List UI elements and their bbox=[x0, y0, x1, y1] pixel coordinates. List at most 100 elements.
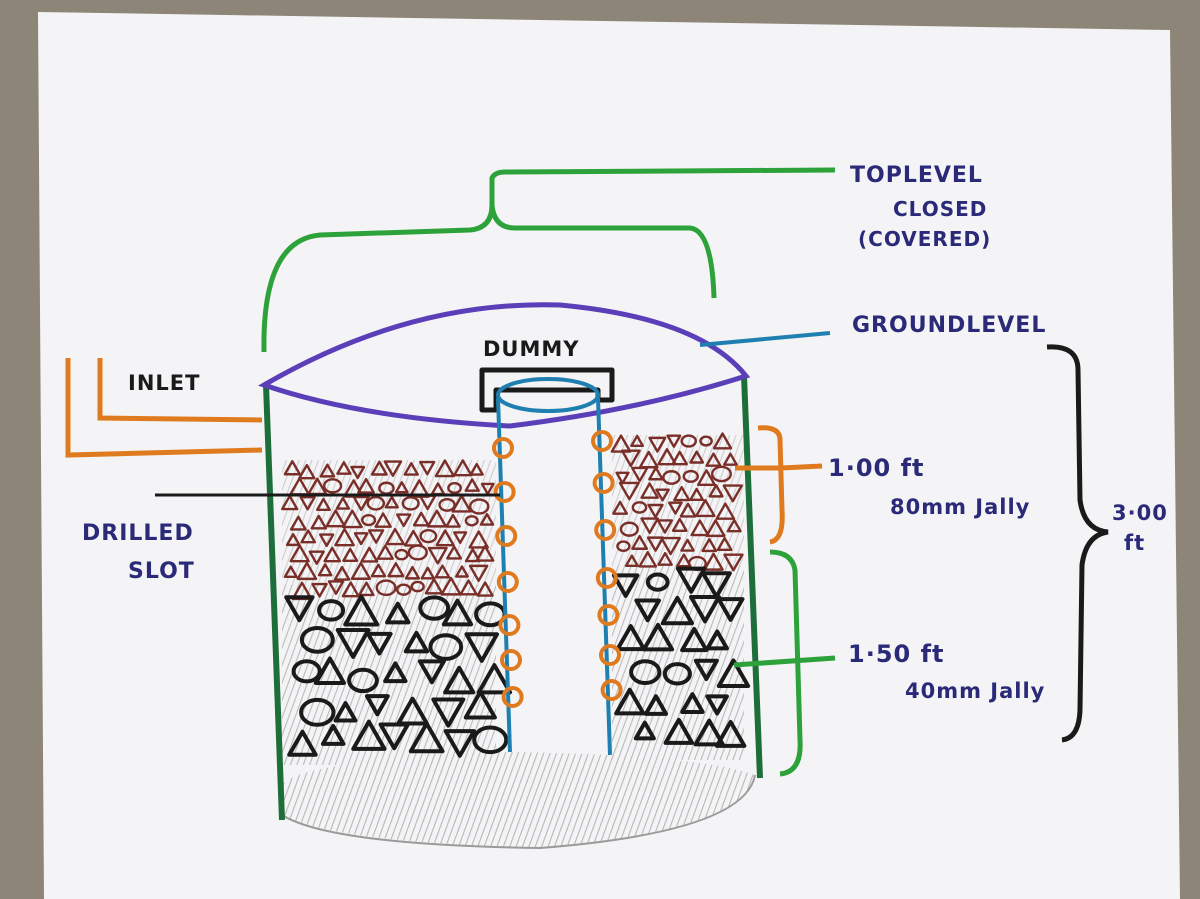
total-depth-value: 3·00 bbox=[1112, 501, 1168, 525]
aggregate-80mm bbox=[480, 482, 495, 496]
aggregate-40mm bbox=[701, 571, 732, 599]
aggregate-80mm bbox=[446, 545, 463, 560]
aggregate-80mm bbox=[387, 562, 405, 578]
aggregate-80mm bbox=[342, 547, 359, 562]
aggregate-40mm bbox=[716, 658, 751, 689]
aggregate-40mm bbox=[347, 667, 379, 694]
drilled-slot-hole bbox=[594, 519, 617, 541]
aggregate-80mm bbox=[615, 471, 630, 485]
aggregate-80mm bbox=[447, 482, 462, 495]
aggregate-80mm bbox=[655, 488, 670, 502]
aggregate-80mm bbox=[464, 515, 479, 527]
aggregate-40mm bbox=[443, 665, 476, 695]
aggregate-40mm bbox=[443, 729, 476, 758]
aggregate-80mm bbox=[427, 546, 448, 565]
aggregate-80mm bbox=[690, 519, 710, 537]
drilled-slot-hole bbox=[493, 481, 516, 503]
aggregate-80mm bbox=[419, 528, 438, 544]
aggregate-80mm bbox=[475, 544, 495, 562]
aggregate-40mm bbox=[408, 721, 445, 754]
drilled-slot-hole bbox=[600, 679, 623, 701]
aggregate-80mm bbox=[300, 529, 317, 544]
aggregate-40mm bbox=[335, 628, 371, 659]
pit-right-wall bbox=[741, 375, 763, 779]
aggregate-40mm bbox=[383, 661, 408, 684]
aggregate-80mm bbox=[394, 481, 409, 494]
lower-media-40mm-left bbox=[284, 594, 513, 758]
aggregate-80mm bbox=[360, 546, 379, 563]
aggregate-80mm bbox=[459, 579, 478, 596]
aggregate-80mm bbox=[453, 531, 468, 544]
aggregate-40mm bbox=[645, 572, 670, 592]
aggregate-80mm bbox=[434, 564, 451, 579]
aggregate-80mm bbox=[662, 470, 681, 485]
aggregate-80mm bbox=[353, 532, 369, 546]
aggregate-80mm bbox=[624, 554, 639, 567]
upper-height-label: 1·00 ft bbox=[828, 454, 924, 482]
aggregate-80mm bbox=[370, 460, 388, 476]
aggregate-80mm bbox=[341, 509, 363, 529]
drilled-slot-hole bbox=[495, 525, 518, 547]
aggregate-40mm bbox=[634, 598, 661, 623]
aggregate-80mm bbox=[701, 537, 718, 553]
aggregate-80mm bbox=[395, 583, 412, 596]
aggregate-40mm bbox=[629, 659, 662, 685]
aggregate-40mm bbox=[641, 622, 675, 652]
aggregate-80mm bbox=[376, 544, 394, 560]
pipe-right-wall bbox=[596, 397, 612, 756]
aggregate-80mm bbox=[726, 519, 742, 533]
upper-media-80mm-left bbox=[281, 459, 495, 601]
aggregate-80mm bbox=[438, 497, 456, 512]
aggregate-40mm bbox=[396, 696, 429, 726]
aggregate-80mm bbox=[708, 484, 724, 498]
aggregate-80mm bbox=[317, 563, 333, 577]
aggregate-80mm bbox=[374, 512, 392, 528]
aggregate-80mm bbox=[352, 495, 370, 512]
aggregate-40mm bbox=[299, 697, 336, 727]
aggregate-80mm bbox=[419, 460, 436, 476]
aggregate-80mm bbox=[333, 565, 351, 581]
aggregate-80mm bbox=[298, 463, 316, 480]
aggregate-40mm bbox=[693, 718, 725, 747]
aggregate-80mm bbox=[476, 581, 494, 597]
drilled-slot-hole bbox=[498, 614, 521, 636]
aggregate-80mm bbox=[319, 463, 336, 478]
aggregate-80mm bbox=[710, 465, 732, 483]
drilled-slots bbox=[492, 430, 623, 708]
aggregate-80mm bbox=[384, 495, 399, 509]
aggregate-80mm bbox=[671, 517, 688, 532]
aggregate-80mm bbox=[440, 576, 462, 596]
pipe-top-ring bbox=[496, 377, 600, 413]
aggregate-40mm bbox=[705, 629, 729, 651]
pit-base-outline bbox=[281, 774, 756, 850]
aggregate-80mm bbox=[696, 469, 717, 487]
aggregate-80mm bbox=[620, 449, 641, 468]
drilled-slot-hole bbox=[599, 644, 621, 666]
upper-media-label: 80mm Jally bbox=[890, 495, 1030, 519]
aggregate-40mm bbox=[333, 701, 358, 723]
aggregate-80mm bbox=[367, 529, 385, 544]
top-level-closed-label: CLOSED bbox=[893, 197, 987, 221]
aggregate-80mm bbox=[631, 501, 648, 514]
drilled-label: DRILLED bbox=[82, 521, 194, 546]
aggregate-40mm bbox=[418, 595, 451, 621]
aggregate-80mm bbox=[657, 448, 677, 466]
aggregate-80mm bbox=[640, 517, 660, 535]
aggregate-40mm bbox=[351, 719, 387, 751]
aggregate-80mm bbox=[689, 450, 705, 464]
aggregate-40mm bbox=[611, 573, 640, 598]
aggregate-80mm bbox=[464, 548, 481, 563]
aggregate-80mm bbox=[682, 469, 699, 483]
aggregate-80mm bbox=[451, 494, 472, 513]
drilled-slot-hole bbox=[591, 430, 613, 452]
aggregate-80mm bbox=[424, 577, 444, 595]
aggregate-80mm bbox=[350, 465, 366, 480]
aggregate-80mm bbox=[630, 466, 649, 483]
total-depth-bracket bbox=[1046, 344, 1109, 743]
aggregate-80mm bbox=[680, 538, 695, 552]
aggregate-80mm bbox=[283, 460, 301, 476]
aggregate-80mm bbox=[404, 565, 421, 580]
aggregate-40mm bbox=[615, 624, 647, 652]
aggregate-80mm bbox=[412, 511, 430, 527]
